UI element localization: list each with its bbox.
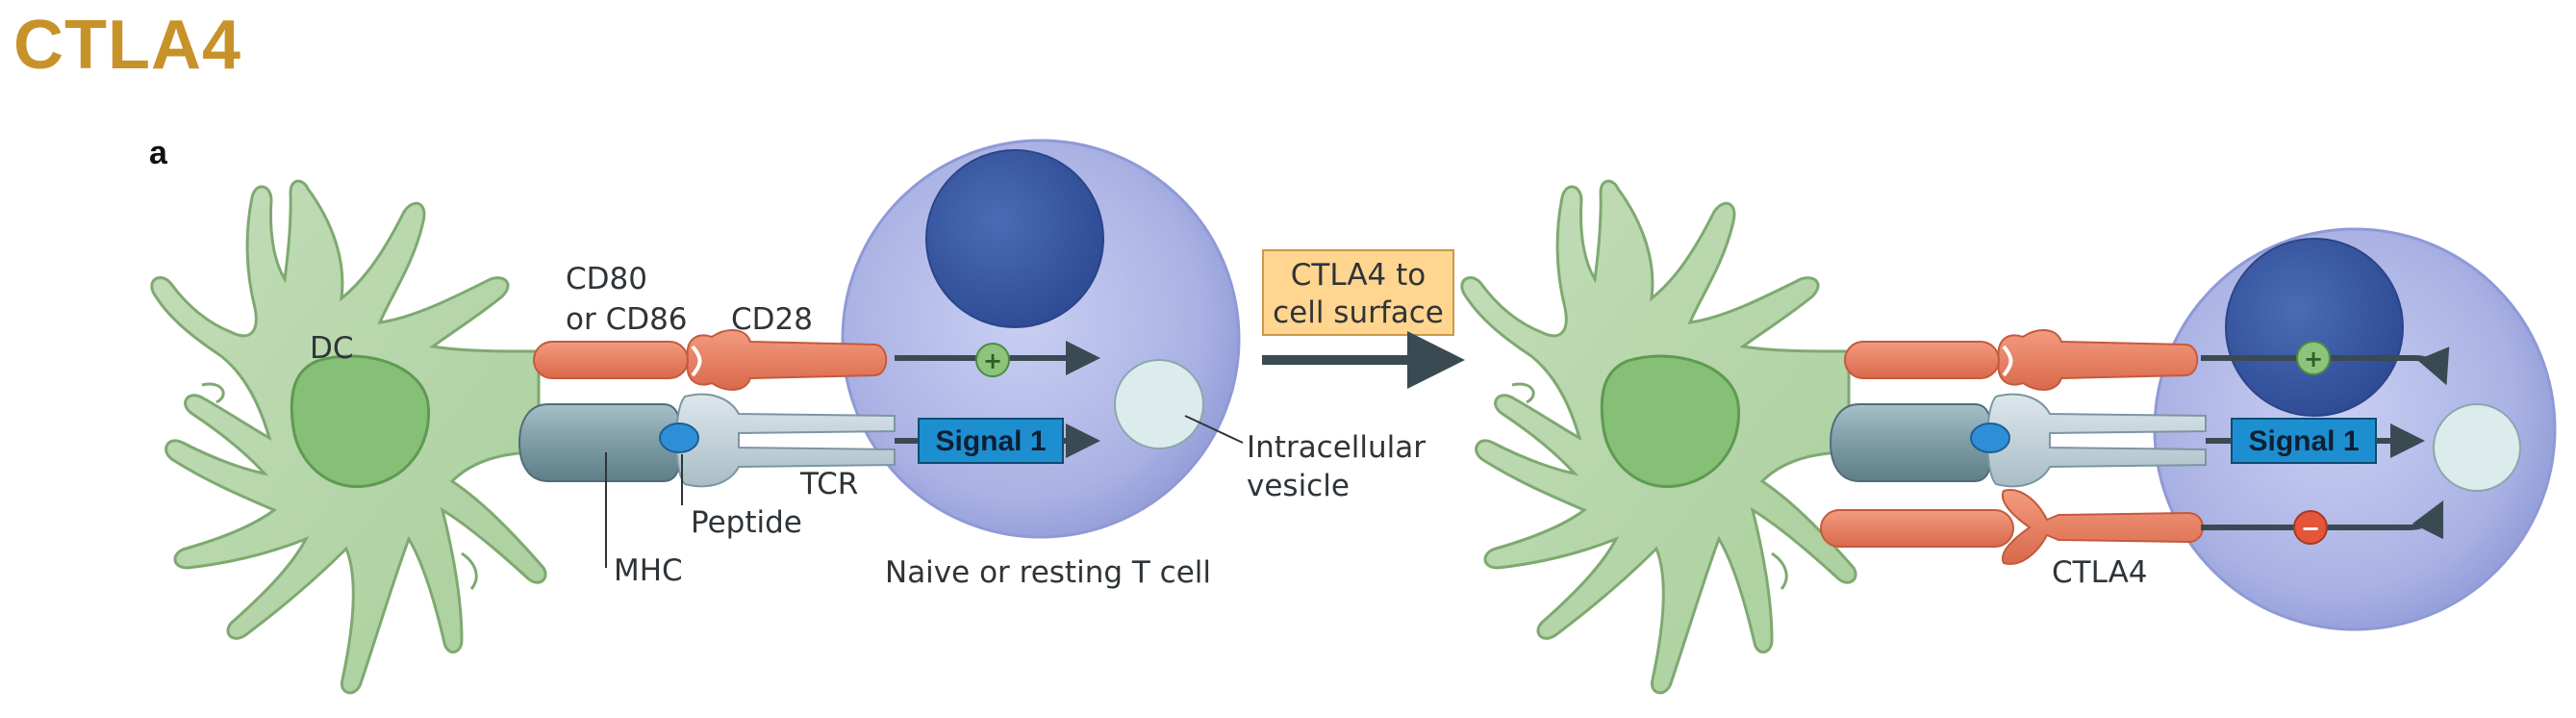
svg-text:+: + xyxy=(983,347,1002,374)
dendritic-cell xyxy=(150,179,547,695)
t-cell-label: Naive or resting T cell xyxy=(885,555,1211,590)
peptide-right xyxy=(1970,423,2010,453)
tcr-label: TCR xyxy=(799,467,858,501)
dc-label: DC xyxy=(310,331,354,366)
peptide-label: Peptide xyxy=(691,505,802,540)
plus-sign-right xyxy=(2296,341,2331,375)
cd86-label: or CD86 xyxy=(566,302,688,337)
cd80-cd86-ligand-right xyxy=(1844,341,2000,379)
svg-text:Signal 1: Signal 1 xyxy=(935,425,1046,457)
peptide xyxy=(659,423,699,453)
ctla4-label: CTLA4 xyxy=(2052,555,2148,590)
plus-sign xyxy=(975,343,1010,377)
right-panel: + Signal 1 − CTLA4 xyxy=(1460,179,2557,695)
cd80-label: CD80 xyxy=(566,262,647,296)
mhc-molecule-right xyxy=(1829,403,1991,482)
vesicle-label-2: vesicle xyxy=(1247,469,1350,503)
ctla4-signal-arrow xyxy=(2201,500,2444,540)
mhc-label: MHC xyxy=(614,553,683,588)
cd80-cd86-ligand-bottom xyxy=(1820,509,2014,548)
dc-nucleus xyxy=(290,354,431,489)
t-cell-nucleus xyxy=(925,149,1104,328)
left-panel: + Signal 1 DC CD80 or CD86 CD28 TCR Pept… xyxy=(150,139,1426,695)
panel-label: a xyxy=(149,135,168,171)
cd28-receptor-right xyxy=(1997,329,2199,391)
cd28-label: CD28 xyxy=(731,302,813,337)
t-cell-nucleus-right xyxy=(2225,238,2404,417)
intracellular-vesicle-right xyxy=(2433,403,2521,492)
cd80-cd86-ligand xyxy=(533,341,689,379)
svg-text:+: + xyxy=(2304,346,2323,372)
page-title: CTLA4 xyxy=(13,7,241,84)
signal1-box-right xyxy=(2231,418,2377,464)
svg-text:CTLA4 to: CTLA4 to xyxy=(1291,258,1426,293)
intracellular-vesicle xyxy=(1114,359,1204,449)
minus-sign xyxy=(2293,510,2328,545)
transition: CTLA4 to cell surface xyxy=(1262,249,1465,389)
dendritic-cell-right xyxy=(1460,179,1857,695)
svg-text:−: − xyxy=(2301,515,2320,542)
vesicle-label-1: Intracellular xyxy=(1247,430,1426,465)
ctla4-to-surface-box xyxy=(1262,249,1454,336)
cd28-signal-arrow-right xyxy=(2201,346,2450,386)
ctla4-receptor xyxy=(2001,489,2204,565)
mhc-molecule xyxy=(518,403,680,482)
signal1-box xyxy=(918,418,1064,464)
svg-text:cell surface: cell surface xyxy=(1273,295,1444,330)
svg-text:Signal 1: Signal 1 xyxy=(2248,425,2359,457)
cd28-receptor xyxy=(686,329,888,391)
